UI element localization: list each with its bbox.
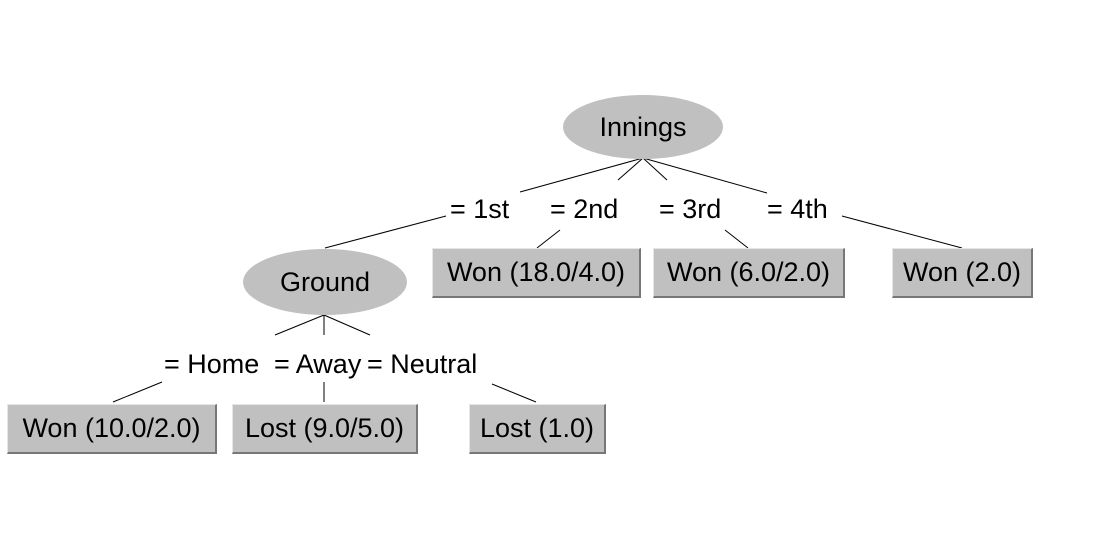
edge-neutral-leaf (491, 383, 537, 403)
edge-innings-3rd (642, 157, 668, 181)
leaf-label: Lost (9.0/5.0) (244, 413, 405, 443)
leaf-label: Lost (1.0) (479, 413, 595, 443)
leaf-label: Won (6.0/2.0) (666, 257, 831, 287)
leaf-ground-home: Won (10.0/2.0) (7, 404, 217, 454)
edge-4th-leaf (841, 215, 963, 249)
leaf-label: Won (18.0/4.0) (446, 257, 626, 287)
leaf-innings-3rd: Won (6.0/2.0) (653, 248, 845, 298)
edge-home-leaf (112, 381, 163, 403)
edge-label-neutral: = Neutral (367, 349, 478, 379)
edge-innings-2nd (617, 157, 644, 181)
leaf-ground-neutral: Lost (1.0) (469, 404, 606, 454)
leaf-label: Won (10.0/2.0) (22, 413, 201, 443)
leaf-label: Won (2.0) (902, 257, 1022, 287)
edge-label-4th: = 4th (767, 194, 828, 224)
edge-label-3rd: = 3rd (659, 194, 722, 224)
edge-1st-ground (324, 215, 447, 249)
edge-innings-4th (642, 157, 768, 194)
node-ground-label: Ground (279, 266, 371, 297)
leaf-innings-4th: Won (2.0) (892, 248, 1033, 298)
edge-label-away: = Away (274, 349, 362, 379)
leaf-innings-2nd: Won (18.0/4.0) (432, 248, 641, 298)
edge-ground-neutral (323, 314, 371, 336)
edge-innings-1st (519, 157, 644, 193)
edge-label-1st: = 1st (450, 194, 510, 224)
node-ground: Ground (243, 249, 407, 315)
node-innings: Innings (563, 95, 723, 159)
edge-3rd-leaf (724, 229, 749, 249)
edge-label-home: = Home (164, 349, 260, 379)
edge-label-2nd: = 2nd (550, 194, 619, 224)
edge-2nd-leaf (536, 229, 561, 249)
leaf-ground-away: Lost (9.0/5.0) (232, 404, 418, 454)
edge-ground-home (274, 314, 325, 336)
node-innings-label: Innings (599, 111, 687, 142)
